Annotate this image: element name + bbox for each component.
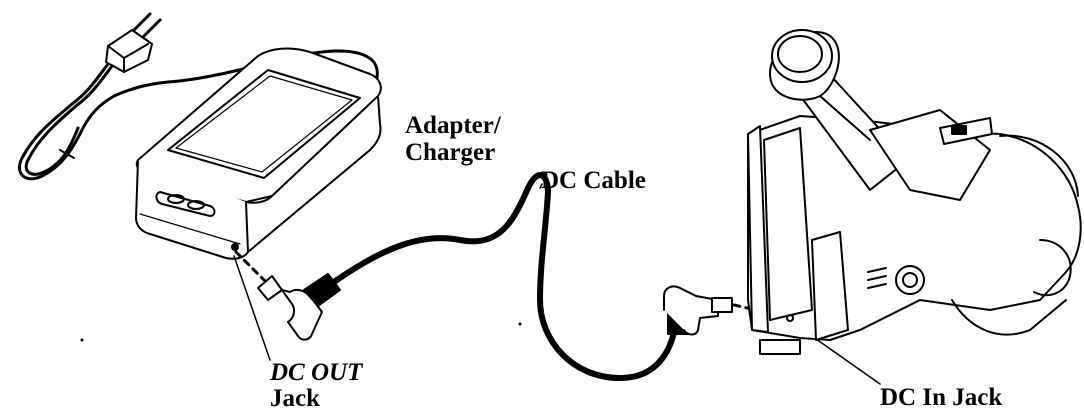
dc-plug-left (257, 273, 341, 341)
dc-in-jack-label: DC In Jack (880, 384, 1003, 411)
camcorder (747, 29, 1082, 355)
ac-power-plug (105, 12, 162, 73)
dc-out-label-line1: DC OUT (270, 359, 363, 386)
adapter-charger (135, 47, 382, 260)
dc-cable-leader-line (539, 183, 543, 189)
adapter-label-line2: Charger (405, 139, 496, 166)
dc-out-label-line2: Jack (270, 385, 320, 412)
dc-cable-label: DC Cable (541, 167, 646, 194)
dc-plug-right (663, 285, 733, 336)
dc-out-leader-line (233, 255, 271, 361)
power-cord (18, 49, 379, 181)
adapter-label-line1: Adapter/ (405, 112, 501, 139)
dc-cable (331, 172, 679, 381)
